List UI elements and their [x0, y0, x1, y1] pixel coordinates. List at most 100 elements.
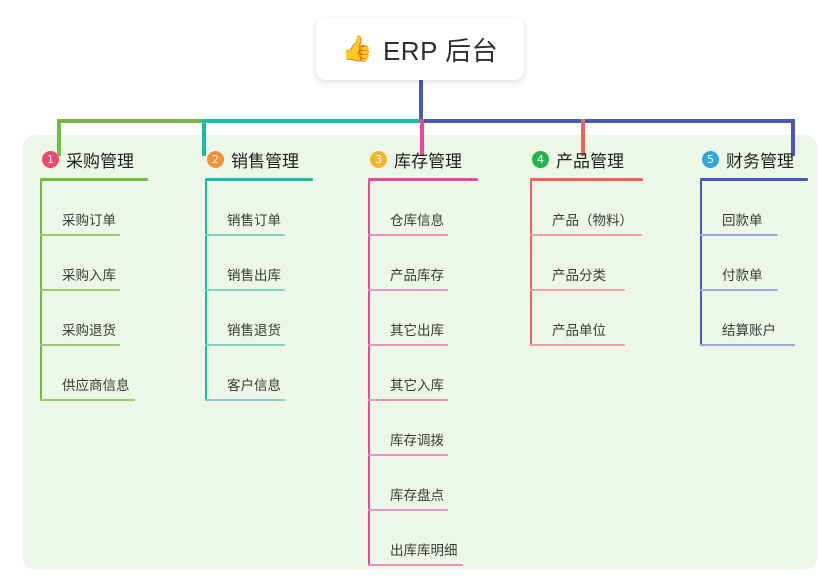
- branch-rule-2: [205, 178, 313, 181]
- branch-spine-2: [205, 181, 207, 401]
- branch-rule-4: [530, 178, 643, 181]
- branch-title-3: 库存管理: [394, 151, 462, 171]
- list-item-rule: [40, 399, 135, 401]
- list-item[interactable]: 其它出库: [368, 291, 518, 346]
- list-item[interactable]: 结算账户: [700, 291, 830, 346]
- branch-rule-3: [368, 178, 478, 181]
- list-item[interactable]: 产品单位: [530, 291, 695, 346]
- root-node-title: ERP 后台: [382, 35, 499, 66]
- list-item-rule: [700, 234, 778, 236]
- list-item[interactable]: 其它入库: [368, 346, 518, 401]
- list-item[interactable]: 产品库存: [368, 236, 518, 291]
- list-item-rule: [368, 399, 448, 401]
- list-item-rule: [40, 234, 120, 236]
- list-item[interactable]: 产品（物料）: [530, 181, 695, 236]
- list-item[interactable]: 采购入库: [40, 236, 190, 291]
- branch-items-5: 回款单 付款单 结算账户: [700, 181, 830, 346]
- branch-column-2: 2 销售管理 销售订单 销售出库 销售退货 客户信息: [205, 146, 355, 401]
- list-item-rule: [700, 289, 778, 291]
- list-item[interactable]: 销售出库: [205, 236, 355, 291]
- branch-column-3: 3 库存管理 仓库信息 产品库存 其它出库 其它入库 库存调拨: [368, 146, 518, 566]
- list-item-rule: [368, 509, 448, 511]
- list-item-label: 产品（物料）: [552, 213, 633, 229]
- list-item-label: 供应商信息: [62, 378, 130, 394]
- branch-column-5: 5 财务管理 回款单 付款单 结算账户: [700, 146, 830, 346]
- list-item-rule: [40, 344, 120, 346]
- list-item-rule: [530, 344, 625, 346]
- list-item-label: 销售出库: [227, 268, 281, 284]
- list-item-label: 库存盘点: [390, 488, 444, 504]
- list-item[interactable]: 库存调拨: [368, 401, 518, 456]
- connector-bus-teal: [202, 119, 422, 123]
- list-item-rule: [700, 344, 795, 346]
- list-item-label: 采购入库: [62, 268, 116, 284]
- branch-badge-3: 3: [370, 150, 387, 168]
- branch-items-2: 销售订单 销售出库 销售退货 客户信息: [205, 181, 355, 401]
- connector-leg-1: [57, 119, 61, 156]
- connector-leg-4: [581, 119, 585, 156]
- branch-title-4: 产品管理: [556, 151, 624, 171]
- branch-header-5[interactable]: 5 财务管理: [700, 146, 830, 172]
- branch-title-1: 采购管理: [66, 151, 134, 171]
- branch-spine-5: [700, 181, 702, 346]
- branch-header-2[interactable]: 2 销售管理: [205, 146, 355, 172]
- branch-spine-4: [530, 181, 532, 346]
- list-item-label: 产品库存: [390, 268, 444, 284]
- list-item-rule: [530, 234, 642, 236]
- list-item[interactable]: 客户信息: [205, 346, 355, 401]
- list-item-rule: [530, 289, 625, 291]
- list-item-label: 仓库信息: [390, 213, 444, 229]
- branch-spine-3: [368, 181, 370, 566]
- list-item-label: 结算账户: [722, 323, 776, 339]
- list-item-label: 出库库明细: [390, 543, 458, 559]
- branch-header-3[interactable]: 3 库存管理: [368, 146, 518, 172]
- list-item-rule: [205, 289, 285, 291]
- list-item-rule: [40, 289, 120, 291]
- list-item-label: 销售订单: [227, 213, 281, 229]
- list-item-rule: [205, 344, 285, 346]
- list-item[interactable]: 出库库明细: [368, 511, 518, 566]
- branch-items-4: 产品（物料） 产品分类 产品单位: [530, 181, 695, 346]
- branch-items-3: 仓库信息 产品库存 其它出库 其它入库 库存调拨 库存盘点: [368, 181, 518, 566]
- root-node-erp[interactable]: 👍 ERP 后台: [316, 18, 524, 80]
- list-item[interactable]: 付款单: [700, 236, 830, 291]
- diagram-panel: [22, 135, 818, 570]
- branch-items-1: 采购订单 采购入库 采购退货 供应商信息: [40, 181, 190, 401]
- branch-title-5: 财务管理: [726, 151, 794, 171]
- list-item-rule: [368, 454, 448, 456]
- list-item-label: 其它入库: [390, 378, 444, 394]
- branch-column-1: 1 采购管理 采购订单 采购入库 采购退货 供应商信息: [40, 146, 190, 401]
- list-item[interactable]: 产品分类: [530, 236, 695, 291]
- list-item-rule: [205, 399, 285, 401]
- list-item[interactable]: 供应商信息: [40, 346, 190, 401]
- thumbs-up-icon: 👍: [341, 34, 373, 63]
- connector-bus-blue: [420, 119, 795, 123]
- list-item[interactable]: 采购退货: [40, 291, 190, 346]
- list-item-label: 其它出库: [390, 323, 444, 339]
- list-item[interactable]: 仓库信息: [368, 181, 518, 236]
- list-item-label: 产品分类: [552, 268, 606, 284]
- branch-badge-4: 4: [532, 150, 549, 168]
- connector-leg-3: [420, 119, 424, 156]
- list-item[interactable]: 回款单: [700, 181, 830, 236]
- list-item-label: 采购退货: [62, 323, 116, 339]
- branch-header-1[interactable]: 1 采购管理: [40, 146, 190, 172]
- list-item-label: 付款单: [722, 268, 763, 284]
- list-item-label: 客户信息: [227, 378, 281, 394]
- list-item[interactable]: 采购订单: [40, 181, 190, 236]
- connector-stem: [419, 78, 423, 122]
- connector-bus-green: [57, 119, 204, 123]
- list-item-label: 采购订单: [62, 213, 116, 229]
- branch-badge-5: 5: [702, 150, 719, 168]
- branch-spine-1: [40, 181, 42, 401]
- list-item-rule: [368, 564, 463, 566]
- list-item[interactable]: 销售退货: [205, 291, 355, 346]
- list-item[interactable]: 销售订单: [205, 181, 355, 236]
- list-item[interactable]: 库存盘点: [368, 456, 518, 511]
- list-item-rule: [368, 344, 448, 346]
- branch-header-4[interactable]: 4 产品管理: [530, 146, 695, 172]
- branch-column-4: 4 产品管理 产品（物料） 产品分类 产品单位: [530, 146, 695, 346]
- list-item-label: 产品单位: [552, 323, 606, 339]
- list-item-label: 回款单: [722, 213, 763, 229]
